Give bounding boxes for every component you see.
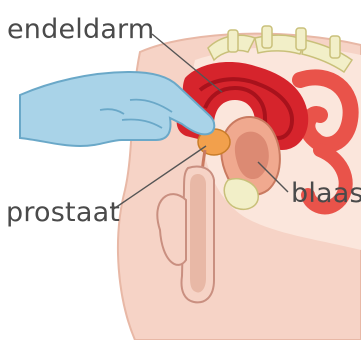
label-prostaat: prostaat bbox=[6, 199, 120, 226]
penis-inner bbox=[190, 174, 206, 292]
label-blaas: blaas bbox=[291, 180, 361, 207]
label-endeldarm: endeldarm bbox=[7, 16, 154, 43]
